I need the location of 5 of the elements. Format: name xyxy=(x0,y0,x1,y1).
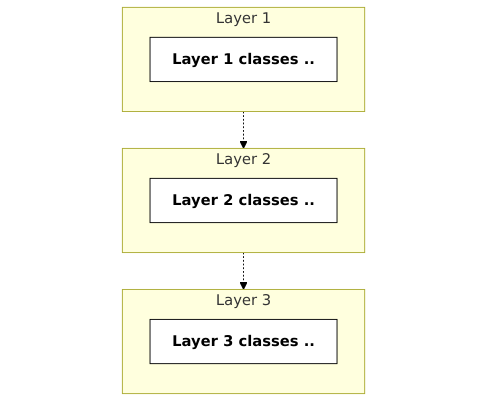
arrow xyxy=(239,252,248,290)
arrow xyxy=(239,111,248,149)
node-box: Layer 1 classes .. xyxy=(150,36,338,82)
node-box: Layer 3 classes .. xyxy=(150,318,338,364)
node-box: Layer 2 classes .. xyxy=(150,178,338,224)
